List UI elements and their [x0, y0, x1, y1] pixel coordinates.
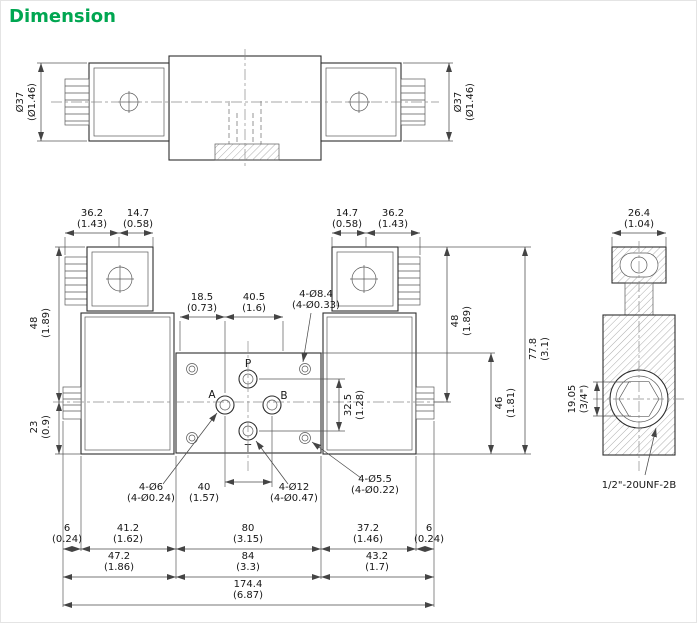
- corner-hole: [186, 363, 198, 375]
- dim-6-r-in: (0.24): [414, 534, 444, 545]
- port-a: [215, 395, 235, 415]
- dim-36-2-r-in: (1.43): [378, 219, 408, 230]
- dim-80-mm: 80: [242, 523, 255, 534]
- dim-40-5-in: (1.6): [242, 303, 266, 314]
- dim-77-8-mm: 77.8: [528, 338, 539, 360]
- dim-18-5-in: (0.73): [187, 303, 217, 314]
- dim-40-5-mm: 40.5: [243, 292, 265, 303]
- dim-4-6-in: (4-Ø0.24): [127, 492, 175, 504]
- dim-19-05-mm: 19.05: [567, 385, 578, 414]
- dim-84-in: (3.3): [236, 562, 260, 573]
- dim-26-4: 26.4 (1.04): [611, 208, 667, 247]
- solenoid-left: [62, 246, 175, 455]
- side-view: 26.4 (1.04) 19.05 (3/4") 1/2"-20UNF-2B: [567, 208, 685, 491]
- page-title: Dimension: [9, 6, 116, 27]
- dim-32-5-mm: 32.5: [343, 394, 354, 416]
- dim-8-4-in: (4-Ø0.33): [292, 299, 340, 311]
- dim-4-6-mm: 4-Ø6: [139, 481, 163, 493]
- nut-right: [415, 386, 435, 420]
- corner-hole: [299, 363, 311, 375]
- thread-label: 1/2"-20UNF-2B: [602, 480, 677, 491]
- dim-46-in: (1.81): [506, 388, 517, 418]
- dim-top-left: 36.2 (1.43) 14.7 (0.58): [64, 208, 154, 255]
- dim-26-4-mm: 26.4: [628, 208, 650, 219]
- dim-dia37-left-mm: Ø37: [14, 92, 26, 113]
- dim-174-4-in: (6.87): [233, 590, 263, 601]
- thread-callout: 1/2"-20UNF-2B: [602, 427, 677, 491]
- port-section-hatch: [214, 143, 280, 161]
- dim-19-05: 19.05 (3/4"): [567, 381, 631, 417]
- dim-48-l-in: (1.89): [41, 308, 52, 338]
- dim-14-7-l-in: (0.58): [123, 219, 153, 230]
- dim-174-4-mm: 174.4: [234, 579, 263, 590]
- nut-left: [62, 386, 82, 420]
- dim-port-offsets: 18.5 (0.73) 40.5 (1.6): [179, 292, 284, 393]
- dim-26-4-in: (1.04): [624, 219, 654, 230]
- dim-14-7-r-in: (0.58): [332, 219, 362, 230]
- dim-48-l-mm: 48: [29, 317, 40, 330]
- dim-6-r-mm: 6: [426, 523, 432, 534]
- dim-6-l-mm: 6: [64, 523, 70, 534]
- dim-43-2-in: (1.7): [365, 562, 389, 573]
- top-view: Ø37 (Ø1.46) Ø37 (Ø1.46): [14, 49, 476, 167]
- port-b: [262, 395, 282, 415]
- dim-14-7-l-mm: 14.7: [127, 208, 149, 219]
- dim-14-7-r-mm: 14.7: [336, 208, 358, 219]
- dim-4-5-5-mm: 4-Ø5.5: [358, 473, 392, 485]
- dim-left-vertical: 48 (1.89) 23 (0.9): [29, 246, 85, 455]
- dim-dia37-left-in: (Ø1.46): [26, 83, 38, 121]
- dim-48-r-in: (1.89): [462, 306, 473, 336]
- dim-32-5-in: (1.28): [355, 390, 366, 420]
- dim-hole-8-4: 4-Ø8.4 (4-Ø0.33): [292, 288, 340, 363]
- dim-bottom-chains: 6 (0.24) 41.2 (1.62) 80 (3.15) 37.2 (1.4…: [52, 421, 444, 608]
- dim-40-in: (1.57): [189, 493, 219, 504]
- port-label-a: A: [208, 389, 216, 401]
- corner-hole: [186, 432, 198, 444]
- dim-dia37-right-mm: Ø37: [452, 92, 464, 113]
- dim-19-05-in: (3/4"): [579, 385, 590, 414]
- mounting-face: P A B T: [175, 352, 322, 455]
- dim-84-mm: 84: [242, 551, 255, 562]
- dim-48-r-mm: 48: [450, 315, 461, 328]
- dim-23-mm: 23: [29, 421, 40, 434]
- dim-hole-callouts: 4-Ø6 (4-Ø0.24) 40 (1.57) 4-Ø12 (4-Ø0.47)…: [127, 412, 399, 504]
- dim-40-mm: 40: [198, 482, 211, 493]
- dim-32-5: 32.5 (1.28): [259, 378, 366, 432]
- front-view: P A B T 36.2 (1.43) 14.7 (0.58) 14.7 (0.…: [29, 208, 551, 608]
- dim-37-2-mm: 37.2: [357, 523, 379, 534]
- dim-43-2-mm: 43.2: [366, 551, 388, 562]
- dim-4-5-5-in: (4-Ø0.22): [351, 484, 399, 496]
- port-label-b: B: [280, 390, 287, 402]
- dim-47-2-mm: 47.2: [108, 551, 130, 562]
- dim-77-8-in: (3.1): [540, 337, 551, 361]
- coil-left: [80, 312, 175, 455]
- dim-36-2-r-mm: 36.2: [382, 208, 404, 219]
- dim-41-2-mm: 41.2: [117, 523, 139, 534]
- dim-8-4-mm: 4-Ø8.4: [299, 288, 333, 300]
- dim-dia37-left: Ø37 (Ø1.46): [14, 62, 87, 142]
- coil-right: [322, 312, 417, 455]
- solenoid-right: [322, 246, 435, 455]
- dim-36-2-l-mm: 36.2: [81, 208, 103, 219]
- dim-6-l-in: (0.24): [52, 534, 82, 545]
- dim-dia37-right: Ø37 (Ø1.46): [403, 62, 476, 142]
- dim-36-2-l-in: (1.43): [77, 219, 107, 230]
- dim-top-right: 14.7 (0.58) 36.2 (1.43): [331, 208, 421, 255]
- dim-dia37-right-in: (Ø1.46): [464, 83, 476, 121]
- dim-4-12-in: (4-Ø0.47): [270, 492, 318, 504]
- dim-4-12-mm: 4-Ø12: [279, 481, 310, 493]
- dim-23-in: (0.9): [41, 415, 52, 439]
- dim-80-in: (3.15): [233, 534, 263, 545]
- dim-41-2-in: (1.62): [113, 534, 143, 545]
- dim-37-2-in: (1.46): [353, 534, 383, 545]
- dim-47-2-in: (1.86): [104, 562, 134, 573]
- corner-hole: [299, 432, 311, 444]
- dim-18-5-mm: 18.5: [191, 292, 213, 303]
- dim-46-mm: 46: [494, 397, 505, 410]
- dim-right-vertical: 48 (1.89) 46 (1.81) 77.8 (3.1): [321, 246, 551, 455]
